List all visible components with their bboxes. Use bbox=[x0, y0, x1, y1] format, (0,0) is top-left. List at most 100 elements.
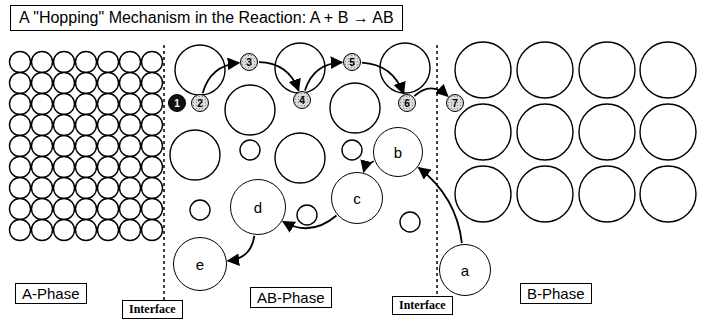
phase-label: AB-Phase bbox=[257, 289, 325, 306]
atom bbox=[54, 178, 75, 199]
atom bbox=[98, 94, 119, 115]
atom bbox=[54, 94, 75, 115]
atom bbox=[76, 178, 97, 199]
atom-letter-text: a bbox=[461, 262, 469, 279]
atom bbox=[142, 199, 163, 220]
atom bbox=[54, 220, 75, 241]
hop-arrow bbox=[364, 161, 374, 172]
atom bbox=[240, 140, 260, 160]
atom bbox=[142, 115, 163, 136]
atom bbox=[640, 104, 696, 160]
atom bbox=[10, 52, 31, 73]
atom bbox=[120, 157, 141, 178]
atom-letter: b bbox=[373, 127, 423, 177]
title-box: A "Hopping" Mechanism in the Reaction: A… bbox=[10, 5, 403, 31]
callout-number: 7 bbox=[452, 98, 458, 109]
atom bbox=[76, 94, 97, 115]
atom-number: 4 bbox=[293, 91, 311, 109]
atom bbox=[54, 136, 75, 157]
atom bbox=[54, 73, 75, 94]
atom bbox=[455, 42, 511, 98]
hop-arrow bbox=[362, 63, 404, 94]
atom-group bbox=[10, 42, 697, 241]
atom bbox=[142, 157, 163, 178]
atom bbox=[54, 199, 75, 220]
atom bbox=[640, 42, 696, 98]
atom-letter-text: b bbox=[394, 144, 402, 161]
atom bbox=[98, 136, 119, 157]
atom bbox=[579, 104, 635, 160]
atom bbox=[76, 52, 97, 73]
atom-number: 1 bbox=[168, 94, 186, 112]
atom bbox=[400, 212, 420, 232]
atom bbox=[76, 115, 97, 136]
atom bbox=[120, 136, 141, 157]
atom bbox=[142, 73, 163, 94]
atom-number: 6 bbox=[398, 94, 416, 112]
atom bbox=[76, 157, 97, 178]
hop-arrow bbox=[414, 88, 447, 96]
atom bbox=[10, 115, 31, 136]
atom-number: 3 bbox=[240, 53, 258, 71]
atom bbox=[640, 166, 696, 222]
atom bbox=[32, 199, 53, 220]
hop-arrow bbox=[259, 62, 299, 90]
atom-letter: a bbox=[439, 244, 491, 296]
hop-arrow bbox=[228, 236, 254, 261]
atom bbox=[76, 199, 97, 220]
atom bbox=[32, 115, 53, 136]
callout-number: 5 bbox=[349, 57, 355, 68]
callout-number: 4 bbox=[299, 95, 305, 106]
atom bbox=[98, 73, 119, 94]
atom bbox=[54, 115, 75, 136]
atom bbox=[142, 52, 163, 73]
atom-letter: d bbox=[230, 179, 286, 235]
atom bbox=[170, 130, 220, 180]
atom bbox=[142, 136, 163, 157]
phase-label-box: B-Phase bbox=[520, 283, 592, 304]
atom bbox=[10, 136, 31, 157]
interface-line bbox=[436, 45, 438, 300]
atom bbox=[10, 220, 31, 241]
atom-number: 2 bbox=[191, 94, 209, 112]
callout-number: 1 bbox=[174, 98, 180, 109]
atom bbox=[54, 157, 75, 178]
atom bbox=[190, 200, 210, 220]
atom bbox=[330, 83, 380, 133]
atom bbox=[517, 104, 573, 160]
atom bbox=[380, 43, 430, 93]
atom-number: 5 bbox=[343, 53, 361, 71]
atom bbox=[76, 136, 97, 157]
atom-letter: e bbox=[173, 237, 227, 291]
atom bbox=[10, 199, 31, 220]
atom bbox=[120, 94, 141, 115]
atom bbox=[579, 166, 635, 222]
hop-arrow bbox=[305, 62, 342, 90]
atom bbox=[98, 115, 119, 136]
atom bbox=[76, 73, 97, 94]
atom bbox=[98, 199, 119, 220]
phase-label: Interface bbox=[399, 298, 446, 312]
atom bbox=[455, 166, 511, 222]
atom bbox=[120, 220, 141, 241]
atom bbox=[32, 178, 53, 199]
atom bbox=[142, 94, 163, 115]
atom-number: 7 bbox=[446, 94, 464, 112]
atom bbox=[10, 178, 31, 199]
atom bbox=[120, 178, 141, 199]
atom bbox=[10, 94, 31, 115]
atom bbox=[32, 52, 53, 73]
atom bbox=[54, 52, 75, 73]
phase-label: B-Phase bbox=[527, 285, 585, 302]
atom bbox=[579, 42, 635, 98]
interface-line bbox=[163, 45, 165, 300]
atom bbox=[297, 205, 317, 225]
title-text: A "Hopping" Mechanism in the Reaction: A… bbox=[19, 9, 394, 26]
atom bbox=[32, 73, 53, 94]
interface-label-box: Interface bbox=[392, 296, 453, 315]
atom-letter: c bbox=[331, 172, 383, 224]
atom-letter-text: e bbox=[196, 256, 204, 273]
atom bbox=[10, 73, 31, 94]
